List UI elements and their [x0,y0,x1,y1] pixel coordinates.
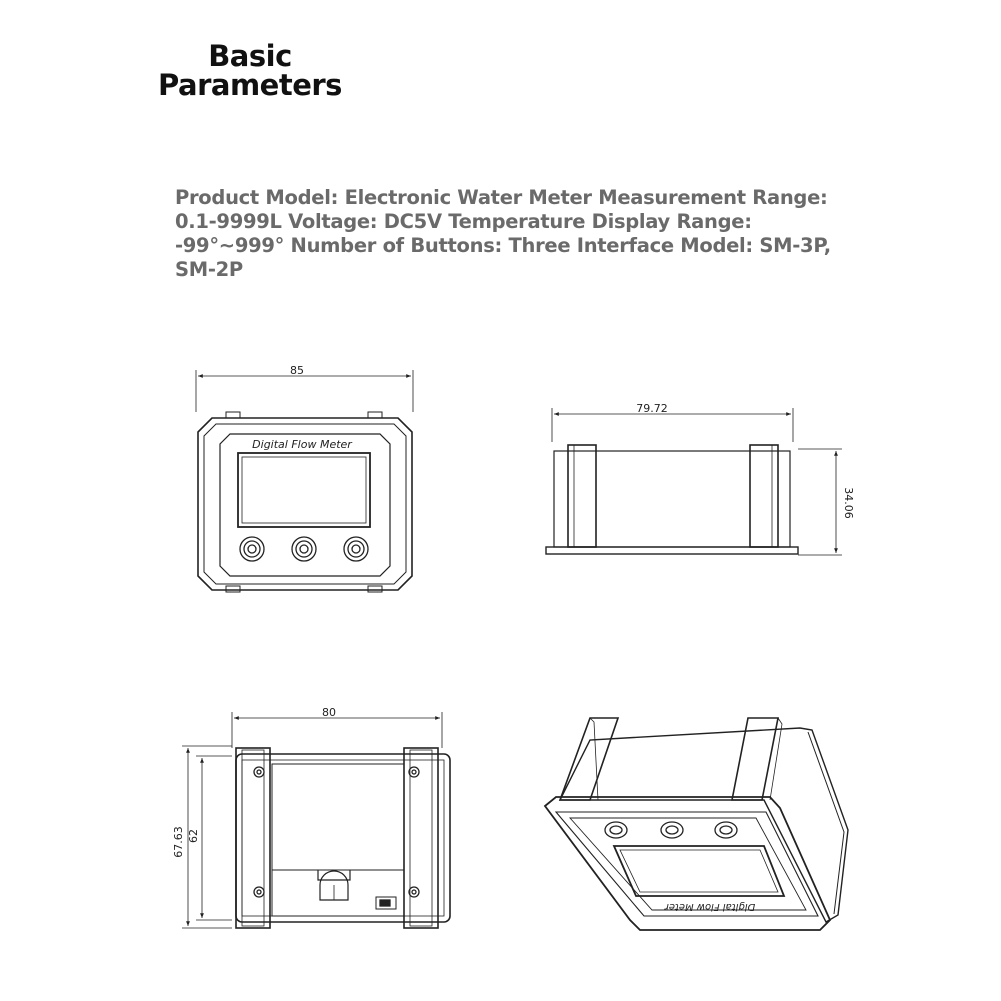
back-strap-right [403,747,439,929]
back-body-outline [235,753,451,923]
back-width-label: 80 [322,706,336,719]
front-view [195,370,414,593]
back-inner-height-label: 62 [187,829,200,843]
back-screws [253,766,420,898]
page-title: Basic Parameters [150,42,350,100]
side-base-plate [545,546,799,555]
title-line-2: Parameters [158,68,342,102]
back-strap-left [235,747,271,929]
parameters-text: Product Model: Electronic Water Meter Me… [175,186,831,281]
side-height-label: 34.06 [842,487,855,519]
front-buttons [239,536,369,562]
back-outer-height-label: 67.63 [172,826,185,858]
perspective-device-label: Digital Flow Meter [664,901,755,912]
front-screen [237,452,371,528]
front-device-label: Digital Flow Meter [252,438,353,451]
perspective-view [543,717,849,931]
side-body [553,450,791,548]
side-clip-right [749,444,779,548]
side-view [545,408,842,556]
perspective-front-face [543,796,832,931]
back-view [182,712,451,929]
title-line-1: Basic [208,39,292,73]
perspective-screen [612,845,786,897]
side-width-label: 79.72 [636,402,668,415]
perspective-clip-left [558,717,620,801]
back-connector [319,870,349,901]
perspective-body-top [558,727,849,923]
perspective-buttons [604,821,738,839]
front-width-label: 85 [290,364,304,377]
side-clip-left [567,444,597,548]
front-body-outline [197,417,413,591]
